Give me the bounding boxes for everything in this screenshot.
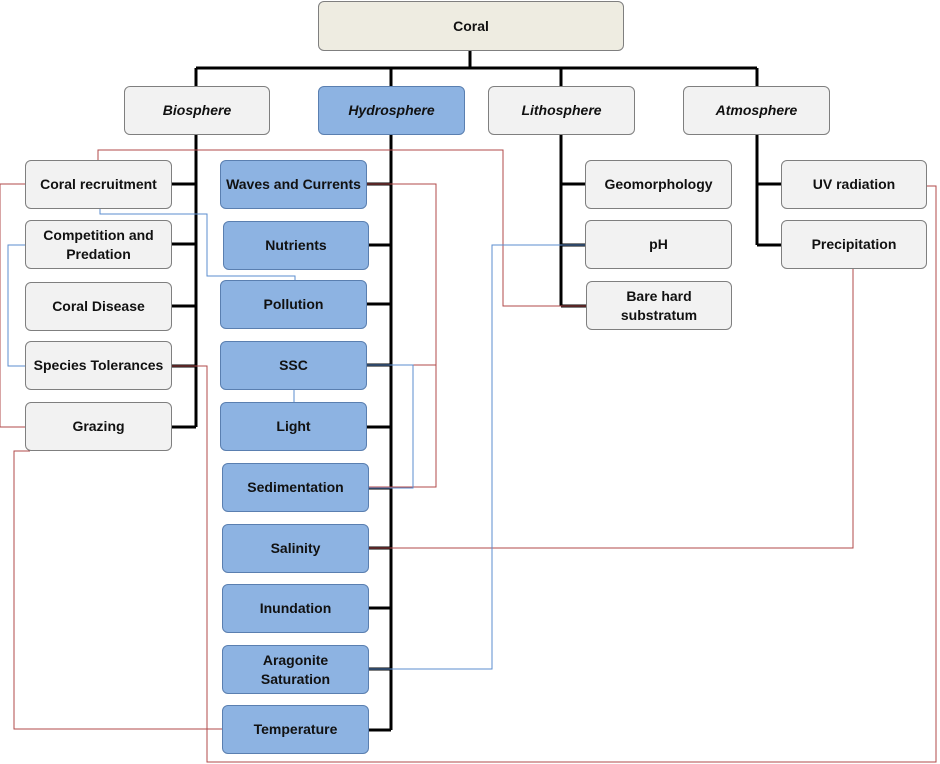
hydrosphere-item-ssc: SSC xyxy=(220,341,367,390)
hydrosphere-item-waves-currents: Waves and Currents xyxy=(220,160,367,209)
lithosphere-item-bare-hard-substratum: Bare hard substratum xyxy=(586,281,732,330)
hydrosphere-item-sedimentation: Sedimentation xyxy=(222,463,369,512)
atmosphere-item-uv-radiation: UV radiation xyxy=(781,160,927,209)
hydrosphere-item-salinity: Salinity xyxy=(222,524,369,573)
sphere-atmosphere: Atmosphere xyxy=(683,86,830,135)
hydrosphere-item-pollution: Pollution xyxy=(220,280,367,329)
atmosphere-item-precipitation: Precipitation xyxy=(781,220,927,269)
biosphere-item-species-tolerances: Species Tolerances xyxy=(25,341,172,390)
lithosphere-item-ph: pH xyxy=(585,220,732,269)
biosphere-item-coral-disease: Coral Disease xyxy=(25,282,172,331)
lithosphere-item-geomorphology: Geomorphology xyxy=(585,160,732,209)
sphere-biosphere: Biosphere xyxy=(124,86,270,135)
biosphere-item-grazing: Grazing xyxy=(25,402,172,451)
sphere-lithosphere: Lithosphere xyxy=(488,86,635,135)
hydrosphere-item-nutrients: Nutrients xyxy=(223,221,369,270)
root-node-coral: Coral xyxy=(318,1,624,51)
biosphere-item-coral-recruitment: Coral recruitment xyxy=(25,160,172,209)
hydrosphere-item-light: Light xyxy=(220,402,367,451)
biosphere-item-competition-predation: Competition and Predation xyxy=(25,220,172,269)
hydrosphere-item-temperature: Temperature xyxy=(222,705,369,754)
blue-links xyxy=(7,208,585,670)
sphere-hydrosphere: Hydrosphere xyxy=(318,86,465,135)
hydrosphere-item-inundation: Inundation xyxy=(222,584,369,633)
hydrosphere-item-aragonite-saturation: Aragonite Saturation xyxy=(222,645,369,694)
red-links xyxy=(0,149,937,763)
